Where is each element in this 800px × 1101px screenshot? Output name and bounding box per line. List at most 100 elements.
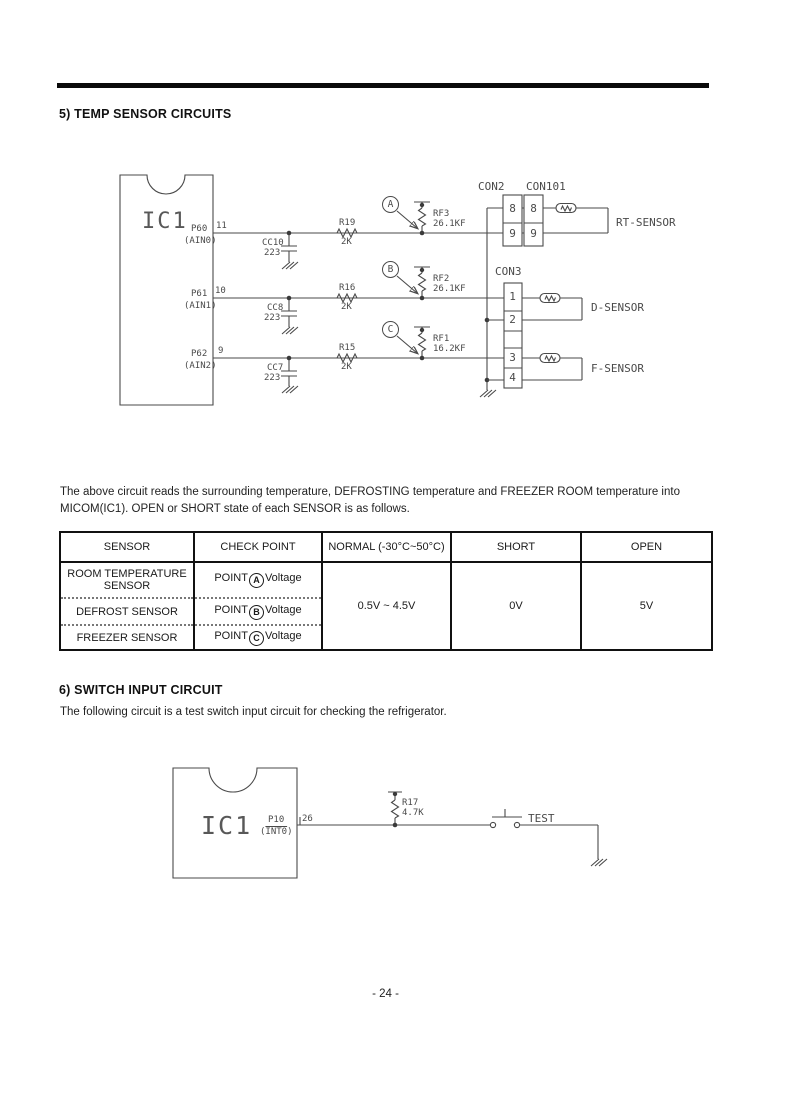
res-name: R16 [339,283,356,293]
check-point-c: C [382,321,399,338]
point-c-arrow [396,335,417,353]
ic1-body-2 [172,767,298,879]
cap-name: CC8 [267,303,284,313]
cap-value: 223 [264,313,281,323]
ground-symbol [590,858,608,867]
cap-name: CC10 [262,238,284,248]
paren: ) [287,827,293,837]
pull-value: 16.2KF [433,344,466,354]
check-prefix: POINT [214,572,248,584]
res-r17 [388,791,402,828]
con3-box [503,282,523,389]
circled-a: A [248,573,264,588]
pin-no: 11 [216,221,227,231]
cap-cc8 [281,295,299,335]
sensor-cell: FREEZER SENSOR [59,625,195,651]
sensor-spec-table: SENSOR CHECK POINT NORMAL (-30°C~50°C) S… [59,531,713,651]
pin-no: 9 [218,346,224,356]
section5-heading: 5) TEMP SENSOR CIRCUITS [59,107,232,121]
table-header-row: SENSOR CHECK POINT NORMAL (-30°C~50°C) S… [59,531,713,563]
res-value: 2K [341,362,352,372]
check-prefix: POINT [214,603,248,616]
paragraph-line: The following circuit is a test switch i… [60,706,447,718]
page-number: - 24 - [372,988,399,1000]
pin-label: P10 [268,815,285,825]
check-prefix: POINT [214,629,248,642]
section6-paragraph: The following circuit is a test switch i… [60,704,447,721]
res-name: R15 [339,343,356,353]
cap-name: CC7 [267,363,284,373]
ground-rail [479,207,503,398]
wire-main [297,824,599,859]
con101-label: CON101 [526,180,566,193]
check-suffix: Voltage [264,629,302,642]
short-value-cell: 0V [450,561,582,651]
d-sensor-loop [487,292,583,321]
cap-value: 223 [264,248,281,258]
con101-box [522,194,544,247]
res-rf2 [414,266,430,301]
cap-value: 223 [264,373,281,383]
check-point-a: A [382,196,399,213]
temp-sensor-schematic [119,174,609,406]
pin-no: 26 [302,814,313,824]
section6-heading: 6) SWITCH INPUT CIRCUIT [59,683,223,697]
paragraph-line: The above circuit reads the surrounding … [60,486,680,498]
res-rf3 [414,201,430,236]
test-switch [489,809,522,829]
open-value-cell: 5V [580,561,713,651]
check-point-b: B [382,261,399,278]
res-value: 2K [341,302,352,312]
con3-label: CON3 [495,265,522,278]
pin-label: P60 [191,224,208,234]
paren: ( [260,827,266,837]
pin-label: P62 [191,349,208,359]
pin-no: 10 [215,286,226,296]
ic1-label: IC1 [142,209,188,234]
f-sensor-loop [487,352,583,381]
ic1-label-2: IC1 [201,811,253,840]
res-rf1 [414,326,430,361]
switch-input-schematic [172,767,608,879]
pin-sub: (AIN0) [184,236,217,246]
pull-name: RF3 [433,209,450,219]
pin-sub: (INT0) [260,828,293,837]
res-name: R17 [402,798,419,808]
check-suffix: Voltage [264,603,302,616]
pull-name: RF2 [433,274,450,284]
con101-pin9: 9 [530,227,537,240]
circled-c: C [248,630,264,646]
circled-b: B [248,604,264,620]
con3-pin4: 4 [509,371,516,384]
paragraph-line: MICOM(IC1). OPEN or SHORT state of each … [60,502,410,515]
con2-pin9: 9 [509,227,516,240]
point-b-arrow [396,275,417,293]
col-header-open: OPEN [580,531,713,563]
d-sensor-label: D-SENSOR [591,301,644,314]
sensor-cell: DEFROST SENSOR [59,597,195,626]
pin-label: P61 [191,289,208,299]
rt-sensor-label: RT-SENSOR [616,216,676,229]
f-sensor-label: F-SENSOR [591,362,644,375]
sensor-cell: ROOM TEMPERATURE SENSOR [59,562,195,598]
res-name: R19 [339,218,356,228]
int0-overline: INT0 [265,827,288,837]
res-value: 2K [341,237,352,247]
con101-pin8: 8 [530,202,537,215]
section5-paragraph: The above circuit reads the surrounding … [60,484,680,517]
col-header-normal: NORMAL (-30°C~50°C) [321,531,452,563]
top-rule [57,83,709,88]
con2-label: CON2 [478,180,505,193]
check-suffix: Voltage [264,572,302,584]
pull-name: RF1 [433,334,450,344]
pin-sub: (AIN1) [184,301,217,311]
col-header-check-point: CHECK POINT [193,531,323,563]
con3-pin1: 1 [509,290,516,303]
